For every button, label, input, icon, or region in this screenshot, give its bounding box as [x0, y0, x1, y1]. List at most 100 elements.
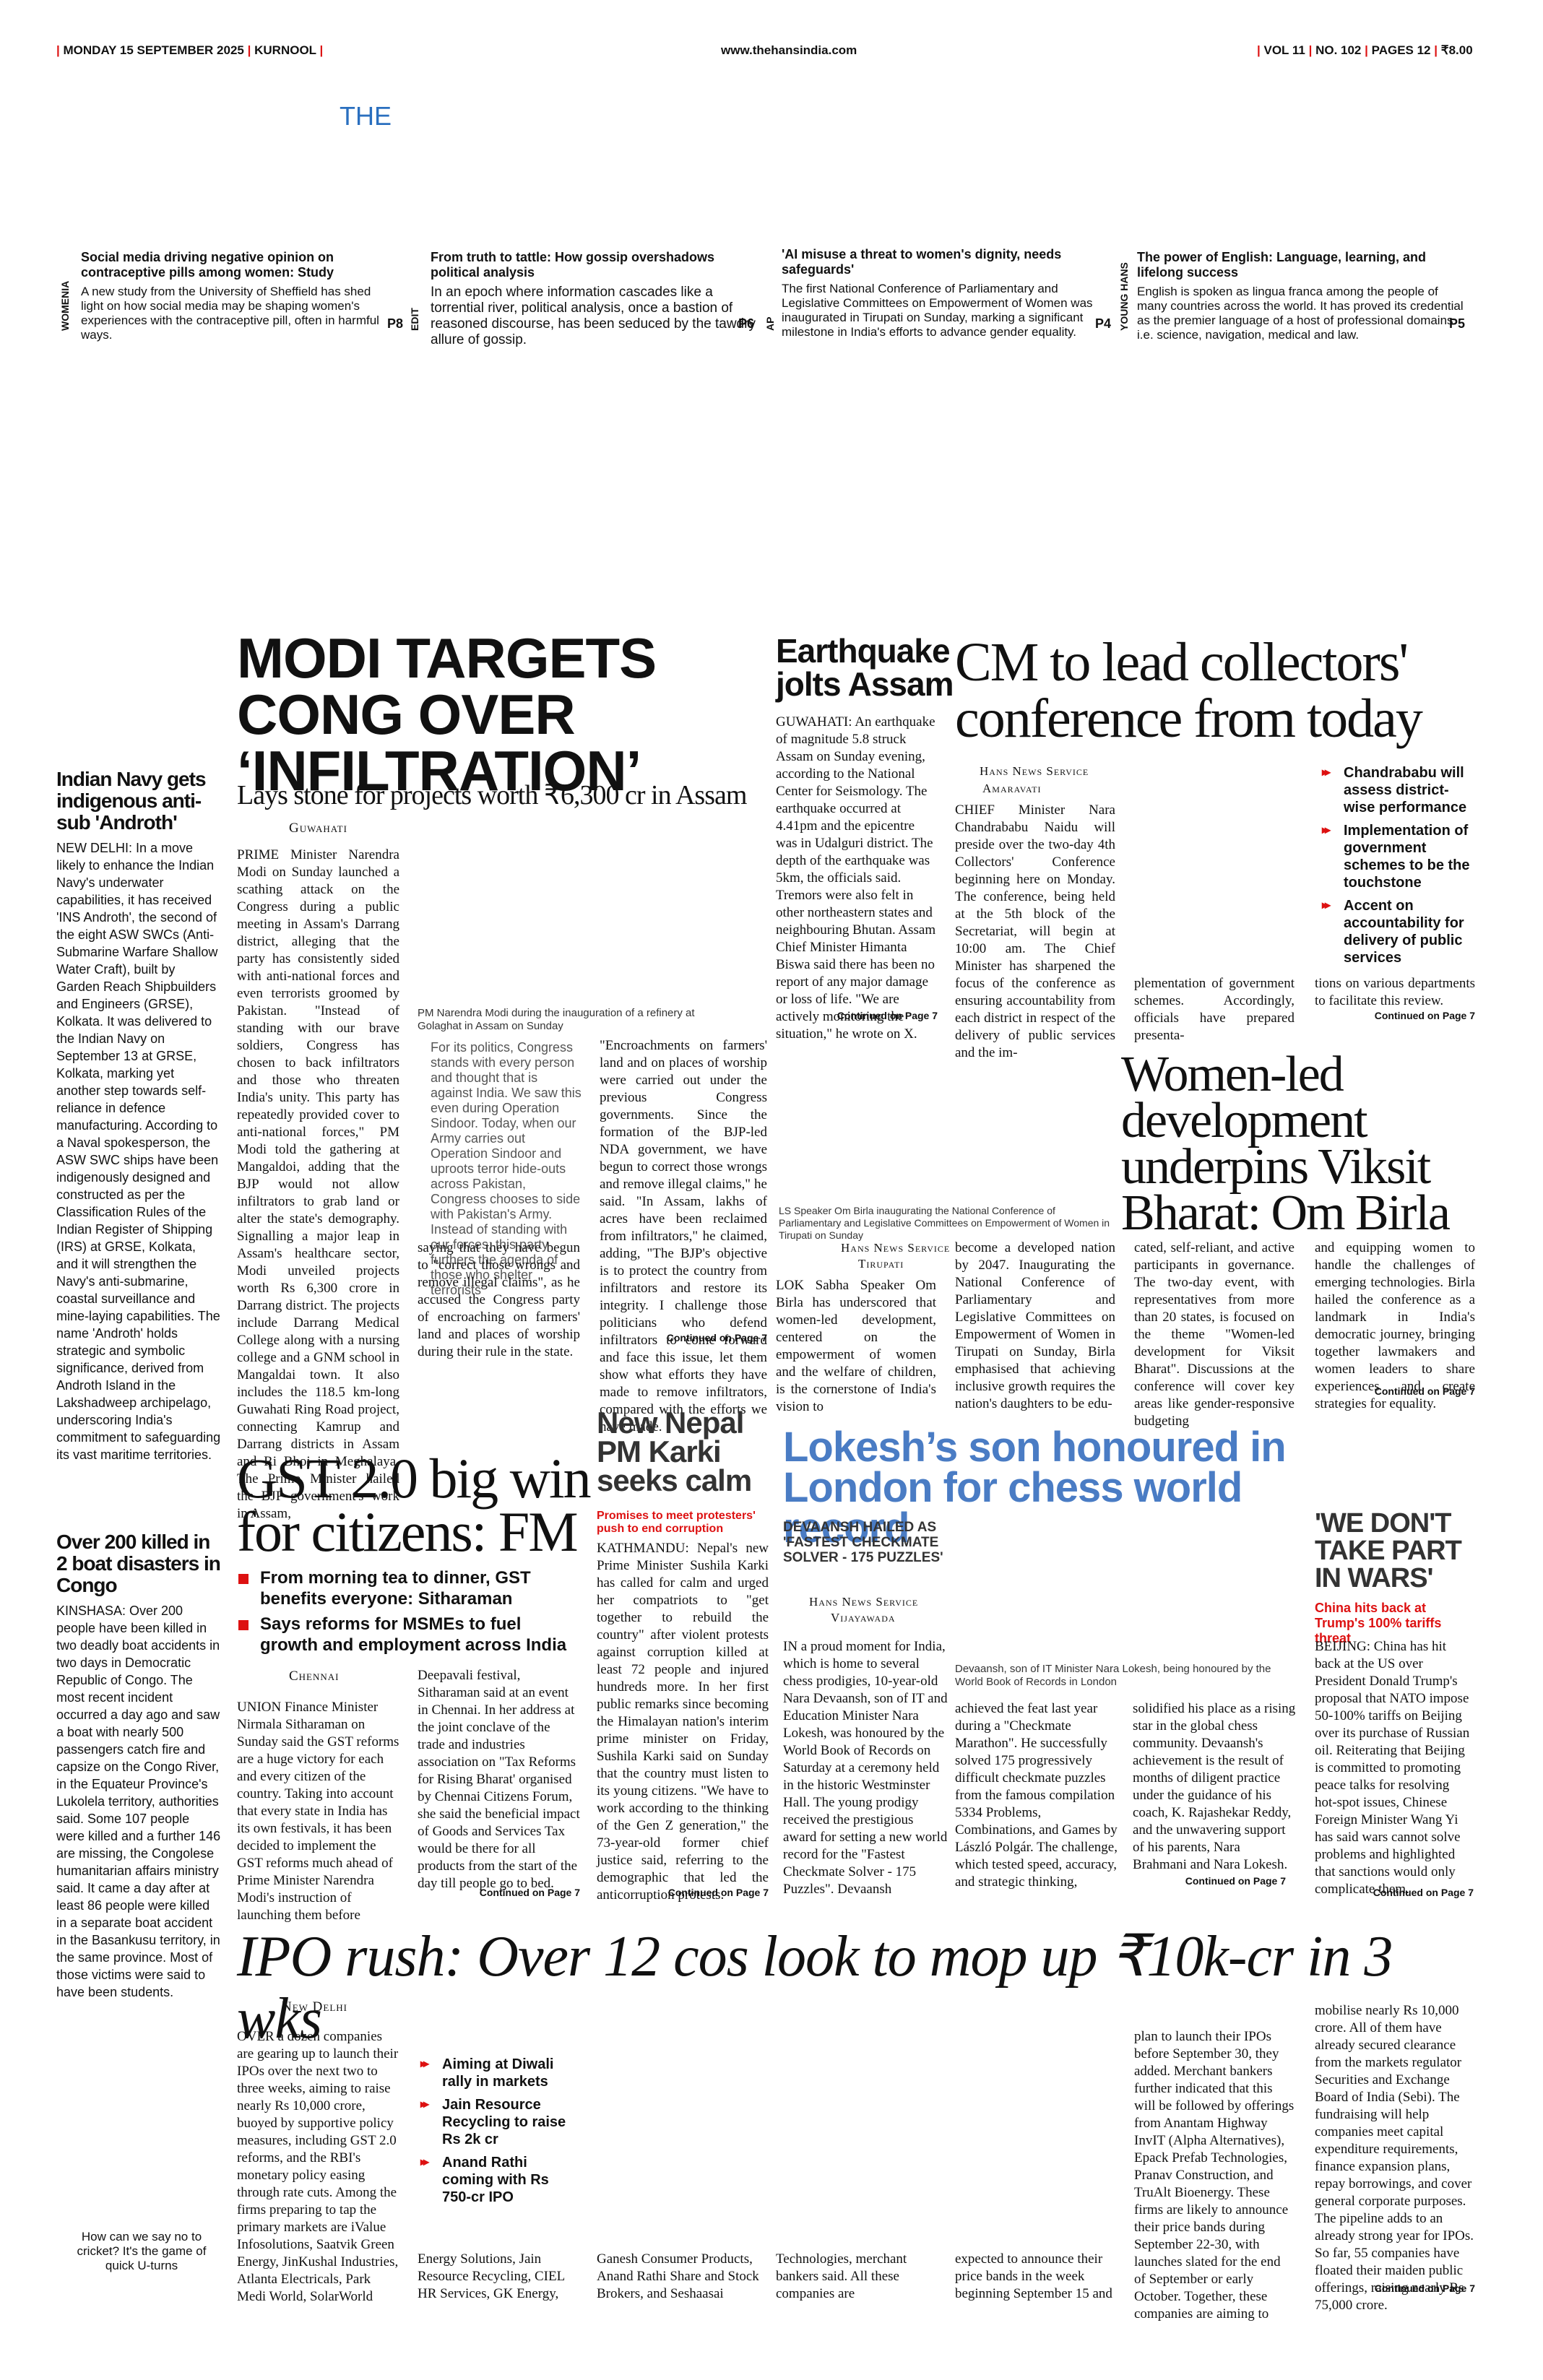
birla-byline-place: Tirupati — [858, 1257, 904, 1271]
teaser-title: The power of English: Language, learning… — [1137, 250, 1427, 280]
modi-continued[interactable]: Continued on Page 7 — [666, 1332, 767, 1343]
china-continued[interactable]: Continued on Page 7 — [1373, 1887, 1474, 1898]
modi-col-3: "Encroachments on farmers' land and on p… — [600, 1038, 767, 1435]
gst-bullets: From morning tea to dinner, GST benefits… — [238, 1567, 578, 1660]
congo-body: KINSHASA: Over 200 people have been kill… — [56, 1604, 221, 1999]
birla-col-4: and equipping women to handle the challe… — [1315, 1240, 1475, 1411]
ipo-col-7: mobilise nearly Rs 10,000 crore. All of … — [1315, 2003, 1474, 2313]
cm-byline-place: Amaravati — [982, 782, 1042, 795]
gst-byline: Chennai — [289, 1669, 340, 1684]
gst-col-1: UNION Finance Minister Nirmala Sitharama… — [237, 1700, 399, 1923]
ipo-continued[interactable]: Continued on Page 7 — [1374, 2282, 1475, 2294]
teaser-body: A new study from the University of Sheff… — [81, 285, 379, 342]
ipo-col-4: Technologies, merchant bankers said. All… — [776, 2251, 907, 2301]
cm-bullets: Chandrababu will assess district-wise pe… — [1322, 764, 1474, 972]
teaser-label-edit: EDIT — [409, 308, 432, 342]
birla-col-2: become a developed nation by 2047. Inaug… — [955, 1240, 1115, 1411]
cm-bullet: Implementation of government schemes to … — [1322, 822, 1474, 891]
teaser-ap[interactable]: 'AI misuse a threat to women's dignity, … — [782, 247, 1114, 339]
issue-date: MONDAY 15 SEPTEMBER 2025 — [63, 43, 244, 57]
nepal-continued[interactable]: Continued on Page 7 — [667, 1887, 769, 1898]
cm-bullet: Accent on accountability for delivery of… — [1322, 897, 1474, 966]
cm-col-1: CHIEF Minister Nara Chandrababu Naidu wi… — [955, 802, 1115, 1060]
modi-byline: Guwahati — [289, 821, 347, 836]
cm-col-2: plementation of government schemes. Acco… — [1134, 976, 1295, 1043]
teaser-younghans[interactable]: The power of English: Language, learning… — [1137, 250, 1469, 342]
ipo-col-3: Ganesh Consumer Products, Anand Rathi Sh… — [597, 2251, 759, 2301]
birla-byline-service: Hans News Service — [841, 1241, 951, 1255]
ipo-col-2: Energy Solutions, Jain Resource Recyclin… — [418, 2251, 565, 2301]
ipo-bullet: Anand Rathi coming with Rs 750-cr IPO — [420, 2154, 579, 2206]
teaser-page-ref: P6 — [738, 316, 755, 331]
lokesh-photo-caption: Devaansh, son of IT Minister Nara Lokesh… — [955, 1663, 1271, 1688]
ipo-bullet: Jain Resource Recycling to raise Rs 2k c… — [420, 2096, 579, 2148]
price: ₹8.00 — [1440, 43, 1473, 57]
gst-continued[interactable]: Continued on Page 7 — [479, 1887, 580, 1898]
gst-bullet: Says reforms for MSMEs to fuel growth an… — [238, 1614, 578, 1656]
teaser-label-ap: AP — [764, 317, 778, 342]
brand-fragment: THE — [340, 101, 392, 131]
lokesh-col-3: solidified his place as a rising star in… — [1133, 1701, 1296, 1872]
ipo-headline[interactable]: IPO rush: Over 12 cos look to mop up ₹10… — [237, 1925, 1393, 2051]
lokesh-col-2: achieved the feat last year during a "Ch… — [955, 1701, 1118, 1890]
navy-body: NEW DELHI: In a move likely to enhance t… — [56, 841, 221, 1462]
china-body: BEIJING: China has hit back at the US ov… — [1315, 1639, 1470, 1897]
section-label: AP — [764, 316, 776, 331]
nepal-headline[interactable]: New Nepal PM Karki seeks calm — [597, 1406, 752, 1497]
modi-col-2: saying that they have begun to "correct … — [418, 1240, 580, 1359]
congo-story: Over 200 killed in 2 boat disasters in C… — [56, 1531, 221, 2001]
birla-col-3: cated, self-reliant, and active particip… — [1134, 1240, 1295, 1429]
lokesh-byline-service: Hans News Service — [809, 1595, 919, 1609]
modi-photo-caption: PM Narendra Modi during the inauguration… — [418, 1007, 695, 1032]
quake-continued[interactable]: Continued on Page 7 — [837, 1010, 938, 1021]
nepal-kicker: Promises to meet protesters' push to end… — [597, 1510, 756, 1535]
teaser-title: Social media driving negative opinion on… — [81, 250, 334, 280]
lokesh-col-1: IN a proud moment for India, which is ho… — [783, 1639, 948, 1897]
cricket-teaser[interactable]: How can we say no to cricket? It's the g… — [77, 2230, 207, 2272]
teaser-page-ref: P4 — [1095, 316, 1112, 331]
teaser-body: In an epoch where information cascades l… — [431, 285, 756, 347]
website-url[interactable]: www.thehansindia.com — [721, 43, 857, 57]
modi-headline[interactable]: MODI TARGETS CONG OVER ‘INFILTRATION’ — [237, 626, 657, 802]
cm-byline-service: Hans News Service — [980, 764, 1089, 778]
masthead-date-bar: | MONDAY 15 SEPTEMBER 2025 | KURNOOL | — [56, 43, 324, 57]
lokesh-kicker: DEVAANSH HAILED AS 'FASTEST CHECKMATE SO… — [783, 1520, 943, 1565]
navy-headline[interactable]: Indian Navy gets indigenous anti-sub 'An… — [56, 768, 207, 834]
teaser-body: English is spoken as lingua franca among… — [1137, 285, 1464, 342]
volume: VOL 11 — [1263, 43, 1305, 57]
china-headline[interactable]: 'WE DON'T TAKE PART IN WARS' — [1315, 1508, 1462, 1593]
ipo-bullets: Aiming at Diwali rally in markets Jain R… — [420, 2056, 579, 2212]
lokesh-continued[interactable]: Continued on Page 7 — [1185, 1875, 1286, 1887]
teaser-womenia[interactable]: Social media driving negative opinion on… — [81, 250, 392, 342]
section-label: WOMENIA — [59, 280, 71, 331]
nepal-body: KATHMANDU: Nepal's new Prime Minister Su… — [597, 1541, 769, 1903]
modi-pull-quote: For its politics, Congress stands with e… — [431, 1040, 582, 1297]
teaser-edit[interactable]: From truth to tattle: How gossip oversha… — [431, 250, 759, 348]
teaser-page-ref: P5 — [1449, 316, 1466, 331]
congo-headline[interactable]: Over 200 killed in 2 boat disasters in C… — [56, 1531, 221, 1596]
issue-number: NO. 102 — [1315, 43, 1362, 57]
birla-headline[interactable]: Women-led development underpins Viksit B… — [1121, 1047, 1451, 1241]
ipo-col-6: plan to launch their IPOs before Septemb… — [1134, 2029, 1295, 2321]
lokesh-byline-place: Vijayawada — [831, 1611, 896, 1624]
cm-headline[interactable]: CM to lead collectors' conference from t… — [955, 632, 1423, 749]
quake-headline[interactable]: Earthquake jolts Assam — [776, 632, 954, 703]
quake-body: GUWAHATI: An earthquake of magnitude 5.8… — [776, 714, 936, 1042]
section-label: EDIT — [409, 308, 420, 331]
gst-bullet: From morning tea to dinner, GST benefits… — [238, 1567, 578, 1609]
gst-col-2: Deepavali festival, Sitharaman said at a… — [418, 1668, 580, 1891]
ipo-bullet: Aiming at Diwali rally in markets — [420, 2056, 579, 2090]
cm-continued[interactable]: Continued on Page 7 — [1374, 1010, 1475, 1021]
birla-photo-caption: LS Speaker Om Birla inaugurating the Nat… — [779, 1205, 1110, 1241]
birla-continued[interactable]: Continued on Page 7 — [1374, 1385, 1475, 1397]
teaser-body: The first National Conference of Parliam… — [782, 282, 1093, 339]
navy-story: Indian Navy gets indigenous anti-sub 'An… — [56, 769, 221, 1463]
lokesh-headline[interactable]: Lokesh’s son honoured in London for ches… — [783, 1424, 1287, 1552]
gst-headline[interactable]: GST 2.0 big win for citizens: FM — [237, 1447, 592, 1563]
china-kicker: China hits back at Trump's 100% tariffs … — [1315, 1601, 1442, 1645]
modi-col-1: PRIME Minister Narendra Modi on Sunday l… — [237, 847, 399, 1521]
teaser-title: From truth to tattle: How gossip oversha… — [431, 250, 715, 280]
modi-subhead: Lays stone for projects worth ₹6,300 cr … — [237, 780, 747, 810]
teaser-page-ref: P8 — [387, 316, 404, 331]
edition-city: KURNOOL — [254, 43, 316, 57]
